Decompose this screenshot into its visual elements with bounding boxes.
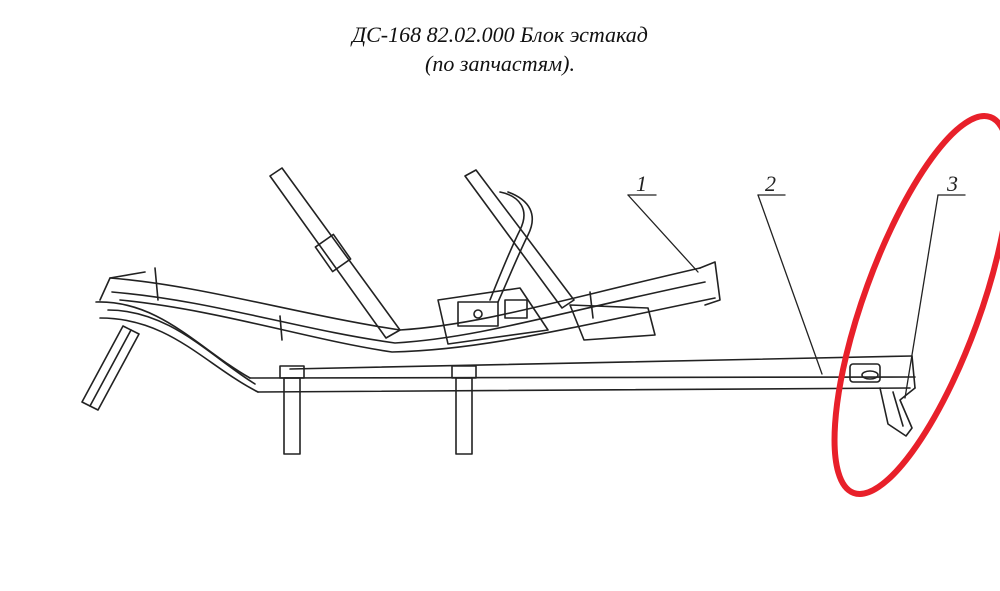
left-support-strut: [81, 325, 140, 411]
end-bracket: [879, 387, 916, 437]
inclined-strut-1: [269, 167, 401, 339]
title-line-1: ДС-168 82.02.000 Блок эстакад: [352, 22, 648, 47]
inclined-strut-2: [464, 169, 575, 309]
central-mechanism: [437, 287, 656, 345]
callout-leaders: [627, 194, 966, 399]
callout-1: 1: [636, 171, 647, 196]
main-beam: [249, 355, 916, 393]
drawing-title: ДС-168 82.02.000 Блок эстакад (по запчас…: [0, 20, 1000, 78]
callout-3: 3: [946, 171, 958, 196]
highlight-ellipse: [831, 113, 1000, 497]
support-legs: [279, 365, 477, 455]
title-line-2: (по запчастям).: [425, 51, 575, 76]
callout-2: 2: [765, 171, 776, 196]
curved-lower-rail: [95, 301, 259, 393]
